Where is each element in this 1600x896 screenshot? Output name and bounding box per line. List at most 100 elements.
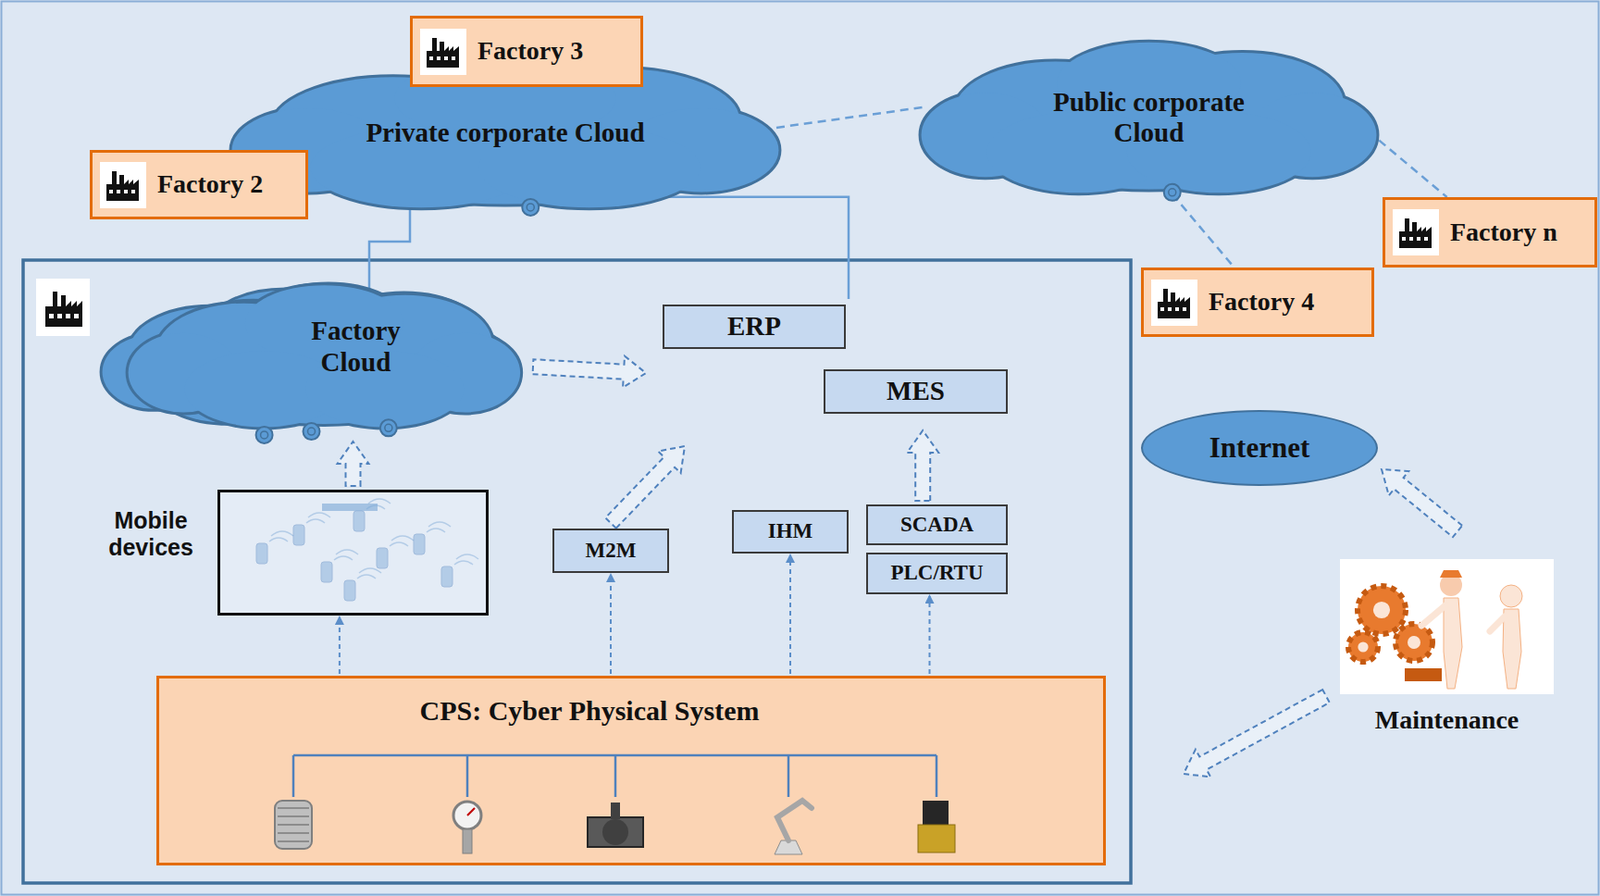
factory-frame [23, 260, 1131, 883]
sensor-icon [413, 521, 451, 555]
block-arrow [605, 446, 685, 529]
hard-hat [1439, 570, 1463, 578]
window [1175, 307, 1179, 311]
factory-box: Factory 2 [89, 149, 309, 220]
maintenance-arrow [1183, 689, 1330, 777]
signal-arcs [269, 531, 294, 542]
signal-arcs [426, 521, 451, 533]
window [1160, 307, 1165, 311]
factory-box: Factory 4 [1141, 267, 1375, 337]
factory-cloud: Factory Cloud [97, 273, 526, 449]
node-label: IHM [768, 519, 814, 544]
maintenance-figure: Maintenance [1339, 558, 1554, 695]
sensor-icon [376, 535, 414, 569]
sensor-body [353, 510, 365, 532]
window [451, 56, 456, 61]
motor-fin [277, 815, 310, 818]
block-arrow-outline [533, 356, 646, 388]
window [1401, 236, 1406, 241]
block-arrow-outline [906, 430, 939, 501]
window [131, 189, 136, 194]
node-label: M2M [585, 538, 637, 563]
sensor-icon [293, 512, 331, 546]
mes-box: MES [823, 369, 1008, 414]
cloud-port-ring [308, 427, 316, 435]
robot-arm [777, 800, 812, 841]
cloud-port-ring [384, 423, 393, 432]
node-label: Internet [1209, 431, 1310, 465]
node-label: Factory 3 [477, 36, 583, 66]
sensor-body [321, 561, 333, 583]
node-label: MES [886, 375, 945, 407]
gateway-icon [322, 503, 378, 511]
link-line [1368, 131, 1448, 198]
icon-ground [99, 161, 147, 209]
motor-icon [274, 800, 312, 849]
gear-hub [1373, 601, 1390, 619]
link-line [776, 107, 925, 128]
signal-arcs [306, 512, 331, 523]
valve-body [602, 818, 629, 845]
cloud-port [380, 419, 397, 436]
mobile-devices-art [220, 492, 486, 613]
node-label: Factory 2 [157, 169, 263, 199]
factory-icon [420, 28, 467, 75]
node-label: Factory Cloud [286, 315, 426, 378]
maintenance-art [1339, 558, 1554, 695]
dashed-arrow [338, 617, 341, 674]
gear-icon [1357, 585, 1406, 634]
block-arrow [533, 356, 646, 388]
cloud-svg [97, 273, 526, 449]
window [444, 56, 448, 61]
node-label: PLC/RTU [890, 560, 983, 585]
gear-icon [1395, 623, 1433, 661]
gauge-stem [462, 829, 472, 854]
window [1167, 307, 1172, 311]
factory-icon [1392, 209, 1439, 256]
drop-wire [935, 755, 939, 797]
public-cloud: Public corporate Cloud [915, 30, 1383, 205]
drop-wire [614, 755, 618, 797]
sensor-body [413, 533, 425, 555]
signal-arcs [389, 535, 414, 546]
cloud-port-ring [1168, 188, 1177, 197]
m2m-box: M2M [552, 528, 670, 573]
person-body [1502, 608, 1522, 689]
node-label: Private corporate Cloud [365, 117, 645, 149]
icon-ground [420, 28, 467, 75]
dashed-arrow [929, 595, 931, 674]
cloud-port [256, 426, 273, 444]
factory-silhouette [106, 171, 139, 201]
toolbox [1404, 668, 1442, 682]
cloud-port [521, 198, 539, 216]
drop-wire [292, 755, 296, 797]
cloud-port [1164, 184, 1181, 201]
block-arrow-outline [605, 446, 685, 529]
block-arrow [1381, 469, 1463, 537]
link-line [657, 197, 849, 299]
signal-arcs [334, 549, 359, 560]
solenoid-coil [922, 800, 949, 825]
window [1182, 307, 1187, 311]
window [1409, 236, 1414, 241]
block-arrow-outline [1381, 469, 1463, 537]
dashed-arrow [609, 574, 612, 674]
block-arrow [337, 441, 370, 486]
window [1424, 236, 1428, 241]
block-arrow-outline [337, 441, 370, 486]
cloud-shape [126, 284, 522, 429]
cloud-port-ring [526, 203, 534, 211]
node-label: SCADA [900, 512, 974, 537]
motor-fin [277, 806, 310, 809]
motor-fin [277, 823, 310, 826]
window [116, 189, 121, 194]
signal-arcs [357, 568, 382, 579]
sensor-body [256, 543, 268, 564]
motor-fin [277, 831, 310, 834]
person-head [1500, 584, 1523, 608]
link-line [1172, 194, 1235, 268]
node-label: Maintenance [1321, 705, 1573, 735]
node-label: Factory n [1450, 217, 1558, 248]
gear-icon [1348, 632, 1378, 662]
